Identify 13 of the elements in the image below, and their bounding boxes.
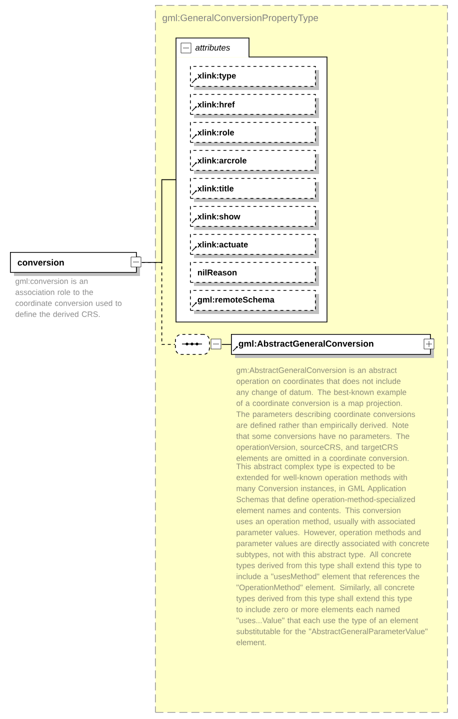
attribute-box: xlink:arcrole bbox=[190, 150, 319, 174]
element-box: gml:AbstractGeneralConversion bbox=[231, 334, 434, 358]
attribute-box: xlink:title bbox=[190, 178, 319, 202]
attribute-box: xlink:href bbox=[190, 94, 319, 118]
attribute-box: xlink:show bbox=[190, 206, 319, 230]
attribute-box: xlink:role bbox=[190, 122, 319, 146]
element-box: conversion bbox=[10, 252, 140, 276]
connector-line bbox=[141, 262, 176, 345]
attribute-box: xlink:actuate bbox=[190, 234, 319, 258]
connector-line bbox=[221, 344, 232, 345]
attribute-box: gml:remoteSchema bbox=[190, 290, 319, 314]
attribute-box: nilReason bbox=[190, 262, 319, 286]
attribute-box: xlink:type bbox=[190, 66, 319, 90]
